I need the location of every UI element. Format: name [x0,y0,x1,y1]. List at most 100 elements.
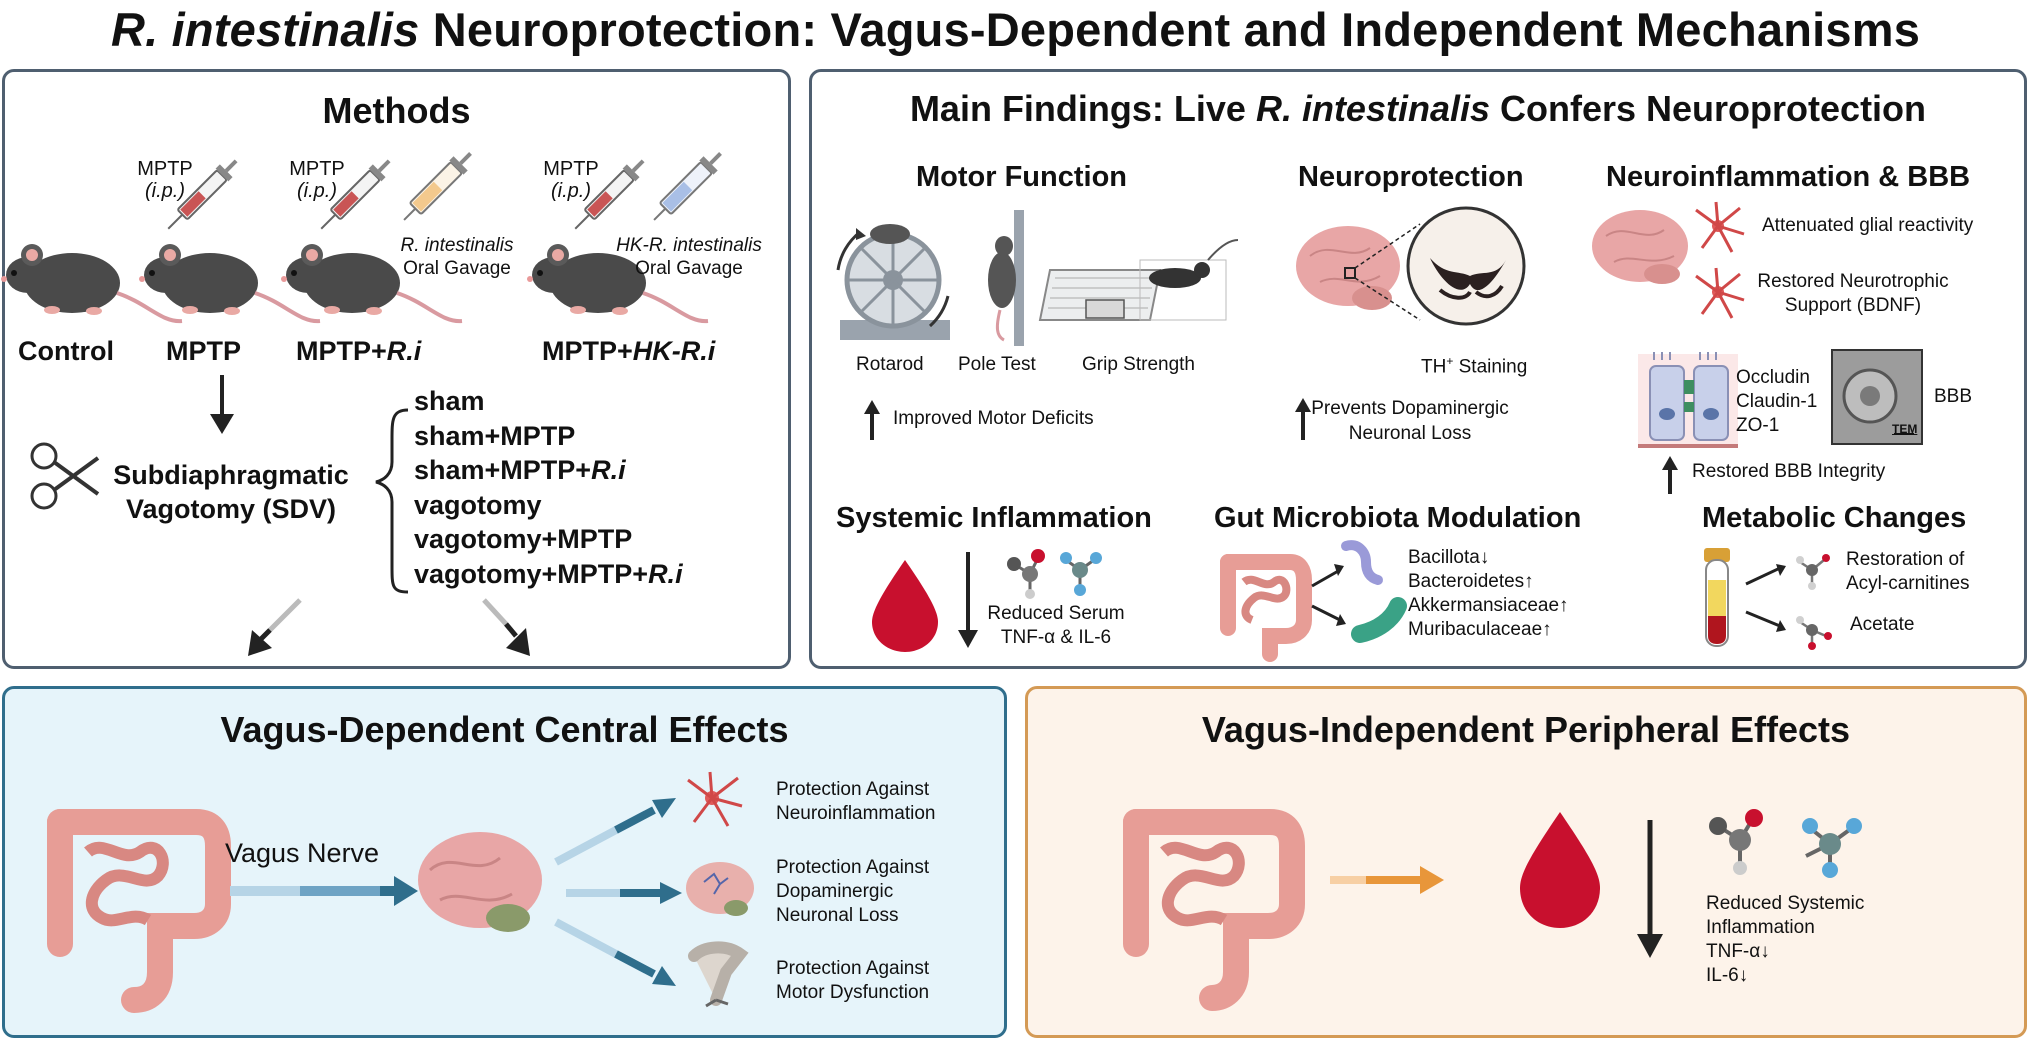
brain-icon-bbb [1592,210,1688,284]
figure-title: R. intestinalis Neuroprotection: Vagus-D… [0,2,2031,57]
findings-title-italic: R. intestinalis [1255,88,1491,129]
taxa-muribaculaceae: Muribaculaceae↑ [1408,619,1552,640]
group-mptp-ri-prefix: MPTP+ [296,336,387,366]
acylcarnitine-molecule-icon [1796,554,1830,590]
blood-drop-icon-2 [1520,812,1600,928]
bdnf-label: Restored Neurotrophic Support (BDNF) [1756,270,1950,318]
group-mptp-ri: MPTP+R.i [296,336,421,367]
bbb-title: Neuroinflammation & BBB [1606,161,1971,193]
systemic-result-line2: TNF-α & IL-6 [1000,627,1112,648]
methods-panel: Methods [2,69,791,669]
effect-dopaminergic-line2: Dopaminergic [776,881,894,902]
mptp-label-3-top: MPTP [543,158,599,180]
gavage-ri-line2: Oral Gavage [403,258,511,279]
sdv-line1: Subdiaphragmatic [113,460,349,490]
syringe-hk-ri-icon [653,152,722,221]
peripheral-result-il6: IL-6↓ [1706,965,1749,986]
effect-motor: Protection Against Motor Dysfunction [776,957,929,1005]
effect-dopaminergic: Protection Against Dopaminergic Neuronal… [776,856,929,928]
brain-icon-central [418,832,542,932]
vagus-independent-title: Vagus-Independent Peripheral Effects [1201,709,1851,750]
group-control: Control [18,336,114,366]
tem-image [1831,349,1923,445]
th-staining-th: TH [1421,356,1447,378]
acyl-line2: Acyl-carnitines [1846,573,1970,594]
sdv-group-vagotomy-mptp-ri: vagotomy+MPTP+R.i [414,557,683,592]
molecule-icon-4 [1802,818,1862,878]
th-staining-image [1406,206,1526,326]
sdv-group-sham-mptp-ri-prefix: sham+MPTP+ [414,455,592,485]
mptp-label-1-top: MPTP [137,158,193,180]
acylcarnitine-label: Restoration of Acyl-carnitines [1846,548,1970,596]
title-rest: Neuroprotection: Vagus-Dependent and Ind… [419,3,1921,56]
peripheral-result-tnf: TNF-α↓ [1706,941,1770,962]
vagus-dependent-title: Vagus-Dependent Central Effects [220,709,789,750]
neuro-result-line1: Prevents Dopaminergic [1311,398,1509,419]
arrow-to-motor [554,918,676,986]
brain-neurons-icon [686,862,754,916]
systemic-result: Reduced Serum TNF-α & IL-6 [986,602,1126,650]
acyl-line1: Restoration of [1846,549,1965,570]
effect-dopaminergic-line1: Protection Against [776,857,930,878]
protein-occludin: Occludin [1736,367,1810,388]
sdv-group-vagotomy-mptp-ri-prefix: vagotomy+MPTP+ [414,558,649,589]
metabolic-title: Metabolic Changes [1702,502,1967,534]
th-staining-sup: + [1446,354,1454,368]
sdv-line2: Vagotomy (SDV) [125,494,337,524]
gut-title: Gut Microbiota Modulation [1214,502,1582,534]
group-mptp-hk-ri: MPTP+HK-R.i [542,336,715,367]
syringe-mptp-icon-3 [574,159,645,230]
bacteria-icon-purple [1341,540,1383,585]
systemic-result-line1: Reduced Serum [987,603,1125,624]
gavage-hk-line1: HK-R. intestinalis [616,235,762,256]
peripheral-result-line1: Reduced Systemic [1706,893,1865,914]
effect-neuroinflammation-line1: Protection Against [776,779,930,800]
blood-tube-icon [1704,548,1730,647]
bbb-cell-diagram [1638,352,1738,448]
neuro-title: Neuroprotection [1298,161,1524,193]
intestine-icon-1 [1220,554,1312,662]
mptp-label-3-route: (i.p.) [551,180,591,202]
bdnf-line2: Support (BDNF) [1784,295,1922,316]
protein-zo-1: ZO-1 [1736,415,1780,436]
syringe-ri-icon [403,152,472,221]
sdv-group-sham-mptp-ri-suffix: R.i [591,455,626,485]
brain-icon-neuro [1296,223,1421,321]
group-mptp: MPTP [166,336,242,366]
arrow-up-icon-motor [864,400,880,440]
vagus-nerve-label: Vagus Nerve [225,838,380,868]
gavage-hk-label: HK-R. intestinalis Oral Gavage [614,234,764,280]
motor-result: Improved Motor Deficits [893,408,1094,429]
arrow-to-metabolites-icon [1745,564,1786,632]
effect-motor-line1: Protection Against [776,958,930,979]
effect-neuroinflammation: Protection Against Neuroinflammation [776,778,935,826]
blood-drop-icon-1 [872,560,938,652]
arrow-to-independent-icon [482,598,530,656]
arrow-down-icon-systemic [958,552,978,648]
sdv-group-sham-mptp: sham+MPTP [414,420,576,451]
pole-test-label: Pole Test [958,354,1036,375]
bacteria-icon-green [1351,597,1407,643]
grip-strength-icon [1038,239,1239,321]
rotarod-icon [836,224,950,340]
th-staining-label: TH+ Staining [1421,354,1527,378]
intestine-icon-2 [47,809,231,1013]
arrow-up-icon-neuro [1295,398,1311,440]
glial-label: Attenuated glial reactivity [1762,215,1974,236]
gavage-hk-line2: Oral Gavage [635,258,743,279]
sdv-label: Subdiaphragmatic Vagotomy (SDV) [96,458,366,526]
mptp-label-2-top: MPTP [289,158,345,180]
gut-taxa-list: Bacillota↓ Bacteroidetes↑ Akkermansiacea… [1408,546,1569,642]
mptp-label-2: MPTP (i.p.) [284,158,350,202]
bbb-label: BBB [1934,386,1973,407]
mptp-label-2-route: (i.p.) [297,180,337,202]
sdv-group-vagotomy-mptp: vagotomy+MPTP [414,524,633,554]
intestine-icon-3 [1123,809,1305,1011]
findings-title: Main Findings: Live R. intestinalis Conf… [812,88,2024,130]
peripheral-result-line2: Inflammation [1706,917,1815,938]
taxa-bacteroidetes: Bacteroidetes↑ [1408,571,1534,592]
mptp-label-1-route: (i.p.) [145,180,185,202]
orange-arrow-icon [1330,866,1444,894]
effect-neuroinflammation-line2: Neuroinflammation [776,803,936,824]
